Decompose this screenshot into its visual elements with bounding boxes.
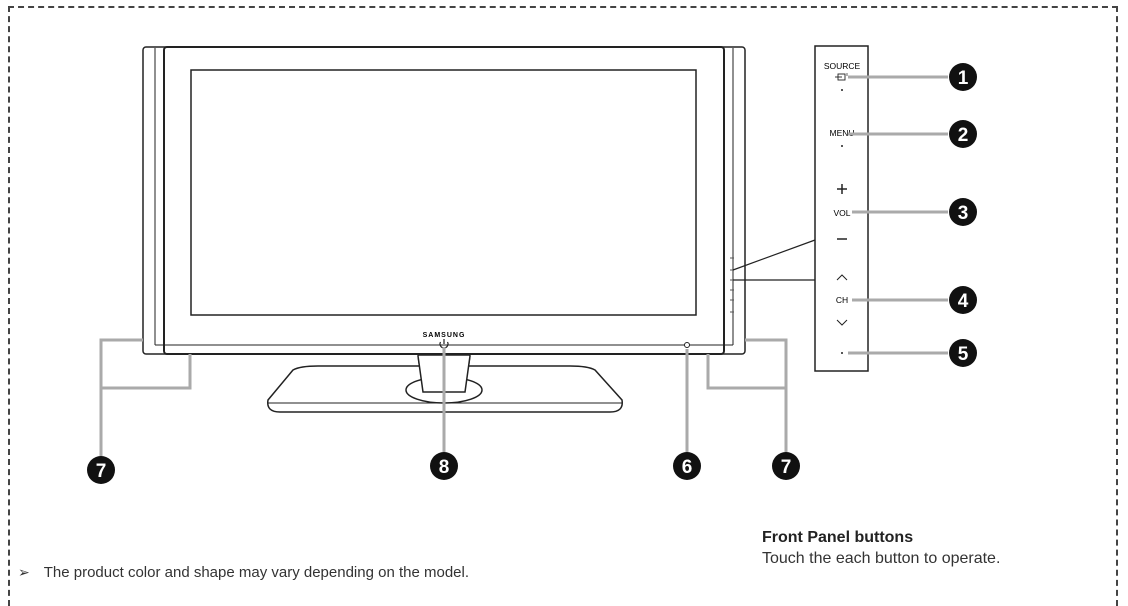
callout-6: 6	[673, 452, 701, 480]
panel-power-button[interactable]	[841, 352, 843, 354]
channel-up-icon[interactable]	[836, 274, 848, 281]
brand-logo: SAMSUNG	[423, 332, 466, 339]
callout-1: 1	[949, 63, 977, 91]
svg-text:6: 6	[682, 457, 693, 478]
menu-label: MENU	[829, 128, 854, 138]
callout-3: 3	[949, 198, 977, 226]
product-note: ➢ The product color and shape may vary de…	[18, 564, 469, 581]
svg-text:3: 3	[958, 203, 969, 224]
channel-down-icon[interactable]	[836, 319, 848, 326]
tv-body: SAMSUNG	[142, 46, 746, 355]
source-button[interactable]: SOURCE	[824, 61, 861, 91]
front-panel-detail: SOURCE MENU VOL	[732, 45, 869, 372]
callout-4: 4	[949, 286, 977, 314]
leader-lines	[99, 75, 948, 466]
callout-5: 5	[949, 339, 977, 367]
zoom-line-top	[732, 239, 816, 271]
callout-markers: 1 2 3 4 5 7 8	[87, 63, 977, 484]
remote-sensor	[684, 342, 690, 348]
volume-buttons[interactable]: VOL	[833, 184, 851, 240]
source-label: SOURCE	[824, 61, 861, 71]
volume-label: VOL	[833, 208, 850, 218]
svg-text:8: 8	[439, 457, 450, 478]
volume-up-icon[interactable]	[837, 184, 847, 194]
svg-text:7: 7	[96, 461, 107, 482]
callout-7-left: 7	[87, 456, 115, 484]
svg-text:5: 5	[958, 344, 969, 365]
note-arrow-icon: ➢	[18, 564, 30, 580]
source-input-icon	[835, 73, 848, 81]
svg-text:4: 4	[958, 291, 969, 312]
callout-2: 2	[949, 120, 977, 148]
caption-title: Front Panel buttons	[762, 529, 914, 546]
dashed-frame	[8, 6, 1118, 606]
channel-buttons[interactable]: CH	[836, 274, 848, 326]
tv-screen	[190, 69, 697, 316]
callout-8: 8	[430, 452, 458, 480]
caption-body: Touch the each button to operate.	[762, 550, 1001, 567]
channel-label: CH	[836, 295, 848, 305]
svg-text:2: 2	[958, 125, 969, 146]
svg-text:7: 7	[781, 457, 792, 478]
menu-button[interactable]: MENU	[829, 128, 855, 147]
panel-strip	[814, 45, 869, 372]
callout-7-right: 7	[772, 452, 800, 480]
note-text: The product color and shape may vary dep…	[43, 564, 470, 581]
svg-text:1: 1	[958, 68, 969, 89]
